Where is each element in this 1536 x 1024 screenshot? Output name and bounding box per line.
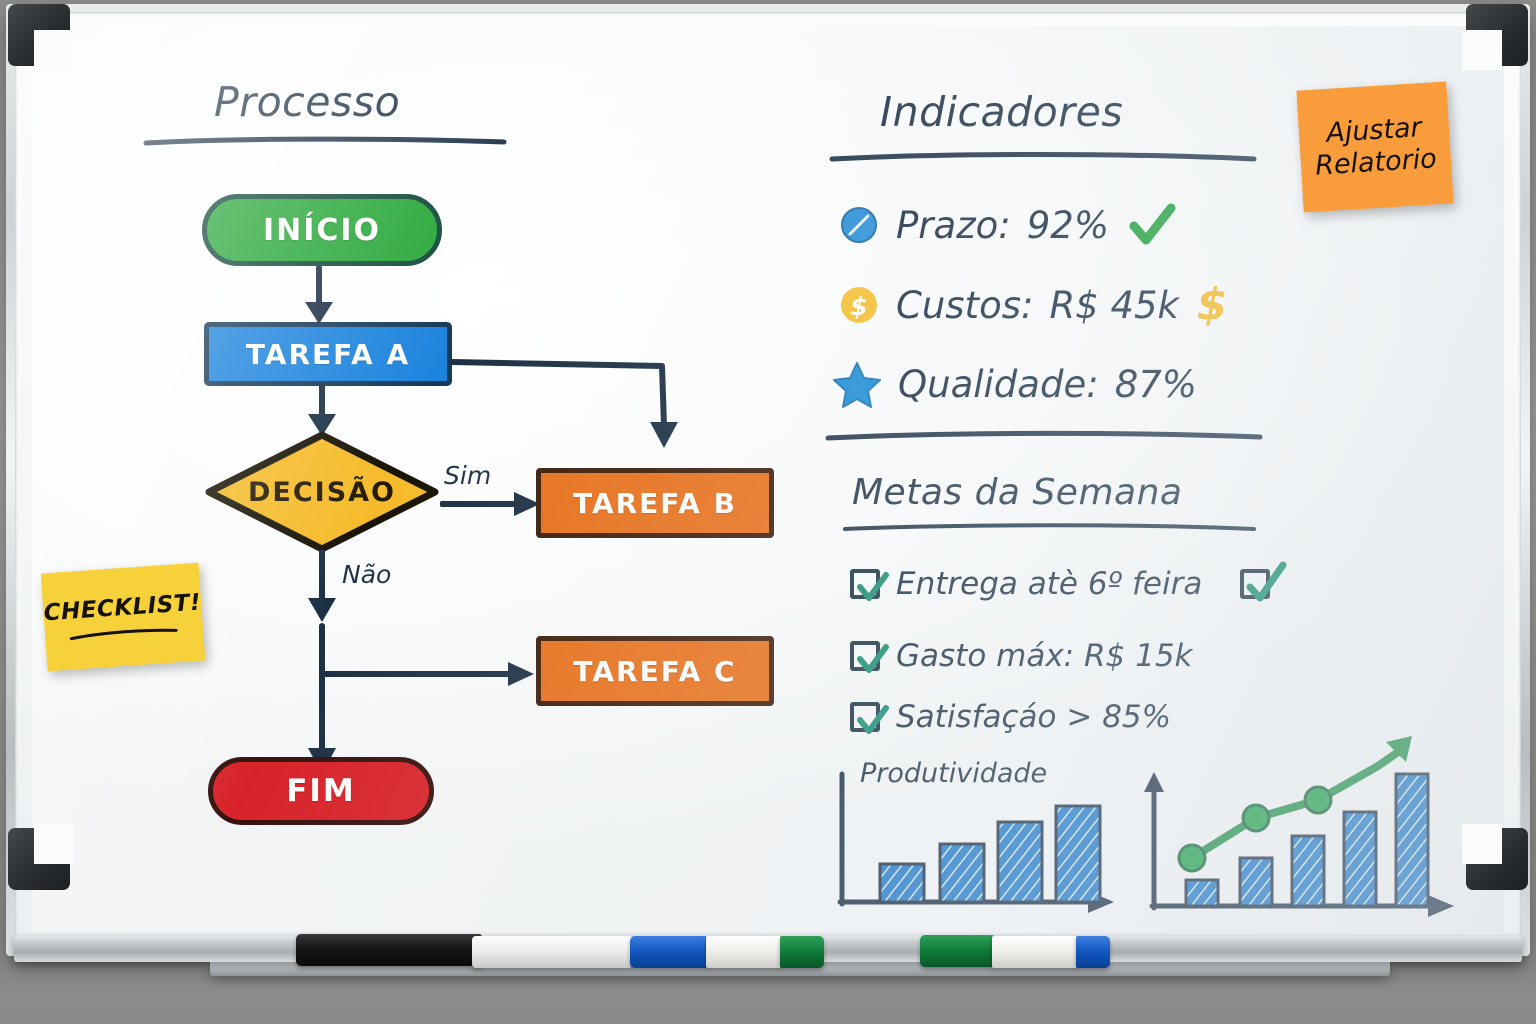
indicator-label-qualidade: Qualidade: — [898, 362, 1099, 406]
chart-produtividade: Produtividade — [818, 752, 1138, 932]
coin-icon: $ — [841, 287, 877, 323]
chart-produtividade-title: Produtividade — [860, 758, 1048, 789]
flow-node-task-c[interactable]: TAREFA C — [536, 636, 774, 706]
check-icon — [1246, 561, 1287, 602]
svg-text:$: $ — [850, 292, 867, 321]
goals-title-underline — [843, 523, 1256, 531]
goal-checkbox-3[interactable] — [850, 702, 889, 734]
star-icon — [833, 362, 881, 408]
arrow-task-a-to-task-b — [450, 359, 678, 448]
arrow-decision-no-branch — [308, 550, 534, 774]
goal-row-3[interactable]: Satisfaçáo > 85% — [850, 699, 1171, 735]
check-icon — [1129, 203, 1176, 245]
process-title: Processo — [214, 78, 401, 126]
indicator-row-prazo: Prazo: 92% — [838, 202, 1177, 248]
marker-green-cap[interactable] — [780, 936, 824, 968]
goal-checkbox-2[interactable] — [850, 641, 889, 673]
flow-node-decision[interactable]: DECISÃO — [204, 430, 440, 554]
flow-node-task-b-label: TAREFA B — [573, 486, 737, 520]
indicator-label-prazo: Prazo: — [896, 203, 1011, 247]
marker-blue-2[interactable] — [1076, 936, 1110, 968]
marker-white[interactable] — [472, 936, 632, 968]
svg-text:$: $ — [1197, 282, 1228, 328]
board-corner-top-right — [1462, 4, 1528, 70]
check-icon — [857, 705, 889, 734]
marker-green-barrel[interactable] — [992, 936, 1078, 968]
indicator-row-custos: $ Custos: R$ 45k $ — [838, 282, 1229, 328]
flow-node-start[interactable]: INÍCIO — [202, 194, 442, 266]
flow-node-decision-label: DECISÃO — [247, 476, 396, 508]
board-corner-bottom-right — [1462, 824, 1528, 890]
edge-label-no: Não — [342, 560, 392, 589]
chart-produtividade-plot — [837, 771, 1114, 913]
goal-checkbox-1[interactable] — [850, 569, 889, 601]
section-divider — [825, 430, 1263, 441]
check-icon — [857, 572, 889, 601]
flow-node-task-a[interactable]: TAREFA A — [204, 322, 452, 386]
chart-tendencia — [1130, 720, 1490, 932]
edge-label-yes: Sim — [444, 461, 492, 490]
flow-node-start-label: INÍCIO — [262, 212, 382, 248]
sticky-note-underline — [69, 628, 178, 640]
marker-blue-barrel[interactable] — [706, 936, 782, 968]
arrow-decision-yes — [440, 492, 540, 516]
flow-node-end[interactable]: FIM — [208, 757, 434, 825]
goals-title: Metas da Semana — [852, 472, 1183, 513]
flow-node-end-label: FIM — [286, 773, 356, 809]
indicator-value-prazo: 92% — [1026, 203, 1109, 247]
whiteboard-frame: Processo INÍCIO TAREFA A — [6, 4, 1530, 956]
dollar-icon: $ — [1197, 282, 1228, 328]
indicator-label-custos: Custos: — [896, 283, 1034, 327]
whiteboard-surface[interactable]: Processo INÍCIO TAREFA A — [32, 26, 1504, 932]
flow-node-task-c-label: TAREFA C — [573, 654, 737, 688]
indicator-row-qualidade: Qualidade: 87% — [832, 360, 1197, 408]
goal-label-1: Entrega atè 6º feira — [896, 566, 1203, 602]
indicator-value-qualidade: 87% — [1114, 362, 1197, 406]
marker-blue[interactable] — [630, 936, 708, 968]
indicators-title-underline — [829, 152, 1257, 162]
board-corner-bottom-left — [8, 824, 74, 890]
clock-icon — [841, 207, 877, 243]
indicators-title: Indicadores — [880, 88, 1124, 136]
goal-row-2[interactable]: Gasto máx: R$ 15k — [850, 638, 1193, 674]
arrow-task-a-to-decision — [308, 384, 336, 436]
marker-green[interactable] — [920, 935, 994, 967]
process-title-underline — [143, 136, 507, 146]
check-icon — [857, 644, 889, 673]
chart-tendencia-plot — [1144, 736, 1454, 917]
goal-checkbox-1-extra[interactable] — [1240, 561, 1287, 602]
sticky-note-orange[interactable]: Ajustar Relatorio — [1296, 81, 1454, 213]
indicator-value-custos: R$ 45k — [1049, 283, 1179, 327]
goal-label-3: Satisfaçáo > 85% — [896, 699, 1172, 735]
flow-node-task-a-label: TAREFA A — [245, 337, 411, 371]
decision-diamond-shape — [205, 431, 439, 553]
sticky-note-orange-line2: Relatorio — [1314, 143, 1438, 182]
sticky-note-yellow-line1: CHECKLIST! — [42, 589, 202, 627]
sticky-note-yellow[interactable]: CHECKLIST! — [40, 562, 206, 672]
board-corner-top-left — [8, 4, 74, 70]
arrow-start-to-task-a — [305, 266, 333, 324]
goal-row-1[interactable]: Entrega atè 6º feira — [850, 561, 1287, 602]
goal-label-2: Gasto máx: R$ 15k — [896, 638, 1193, 674]
marker-black[interactable] — [296, 934, 482, 966]
flow-node-task-b[interactable]: TAREFA B — [536, 468, 774, 538]
